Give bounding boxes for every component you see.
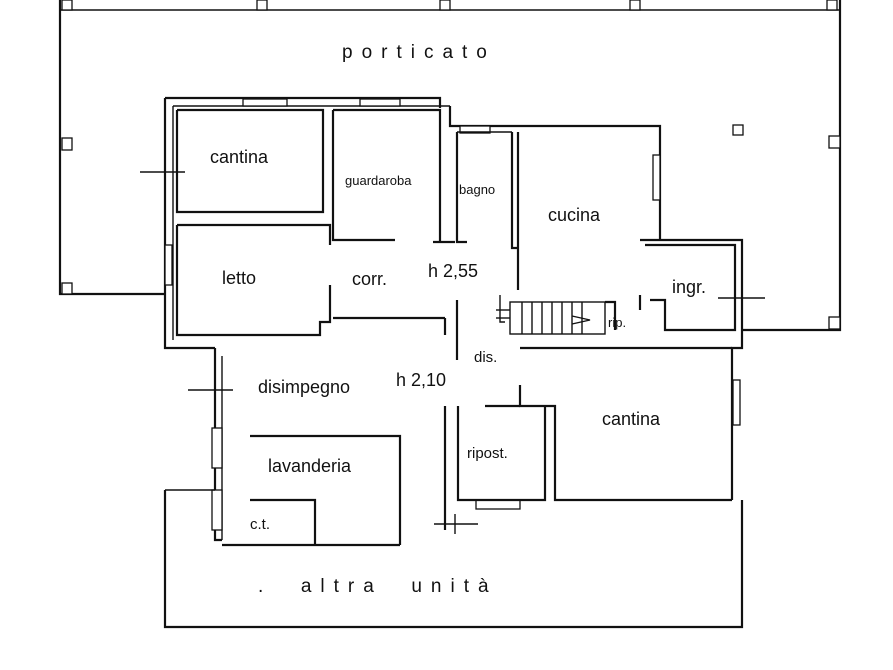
label-height-1: h 2,55 — [428, 261, 478, 281]
label-corr: corr. — [352, 269, 387, 289]
label-porticato: porticato — [342, 42, 496, 63]
pillar — [732, 124, 744, 136]
staircase — [496, 295, 606, 335]
label-rip: rip. — [608, 315, 626, 330]
label-cantina-bottom: cantina — [602, 409, 661, 429]
altra-unita-outline — [163, 489, 744, 629]
label-letto: letto — [222, 268, 256, 288]
interior-walls — [140, 108, 765, 547]
label-guardaroba: guardaroba — [345, 173, 412, 188]
label-cucina: cucina — [548, 205, 601, 225]
label-cantina-top: cantina — [210, 147, 269, 167]
outer-walls — [163, 96, 744, 542]
label-height-2: h 2,10 — [396, 370, 446, 390]
porticato-outline — [58, 0, 842, 332]
label-bagno: bagno — [459, 182, 495, 197]
label-ripostiglio: ripost. — [467, 445, 508, 462]
label-ct: c.t. — [250, 516, 270, 533]
label-dis: dis. — [474, 349, 497, 366]
label-ingr: ingr. — [672, 277, 706, 297]
label-altra-unita: . altra unità — [258, 576, 498, 597]
label-lavanderia: lavanderia — [268, 456, 352, 476]
label-disimpegno: disimpegno — [258, 377, 350, 397]
